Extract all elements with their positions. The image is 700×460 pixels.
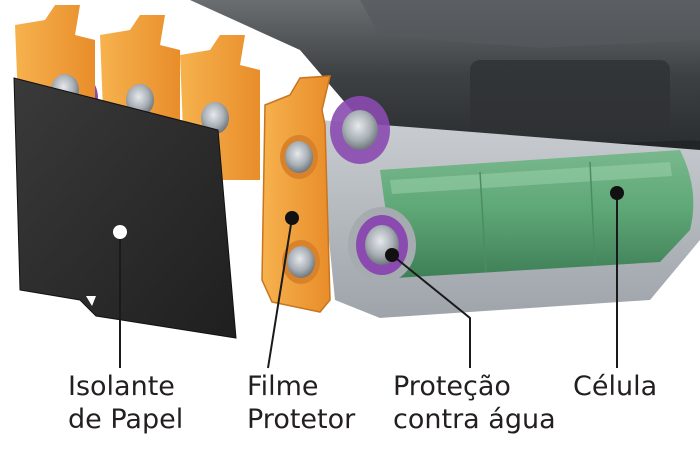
label-water-protection-line1: Proteção	[393, 371, 511, 402]
label-paper-insulator-line2: de Papel	[68, 404, 184, 435]
cell-callout	[610, 186, 624, 368]
label-paper-insulator-line1: Isolante	[68, 371, 175, 402]
label-water-protection-line2: contra água	[393, 404, 556, 435]
label-water-protection: Proteção contra água	[393, 370, 556, 436]
protective-film-callout	[267, 211, 299, 369]
label-cell: Célula	[573, 370, 657, 403]
water-protection-callout	[385, 248, 471, 368]
paper-insulator-callout	[113, 225, 127, 368]
label-protective-film: Filme Protetor	[247, 370, 355, 436]
label-cell-line1: Célula	[573, 371, 658, 402]
label-protective-film-line1: Filme	[247, 371, 319, 402]
paper-insulator	[13, 77, 237, 339]
protective-film-front	[261, 75, 331, 313]
label-paper-insulator: Isolante de Papel	[68, 370, 183, 436]
water-protection-ring	[348, 207, 416, 283]
label-protective-film-line2: Protetor	[247, 404, 356, 435]
